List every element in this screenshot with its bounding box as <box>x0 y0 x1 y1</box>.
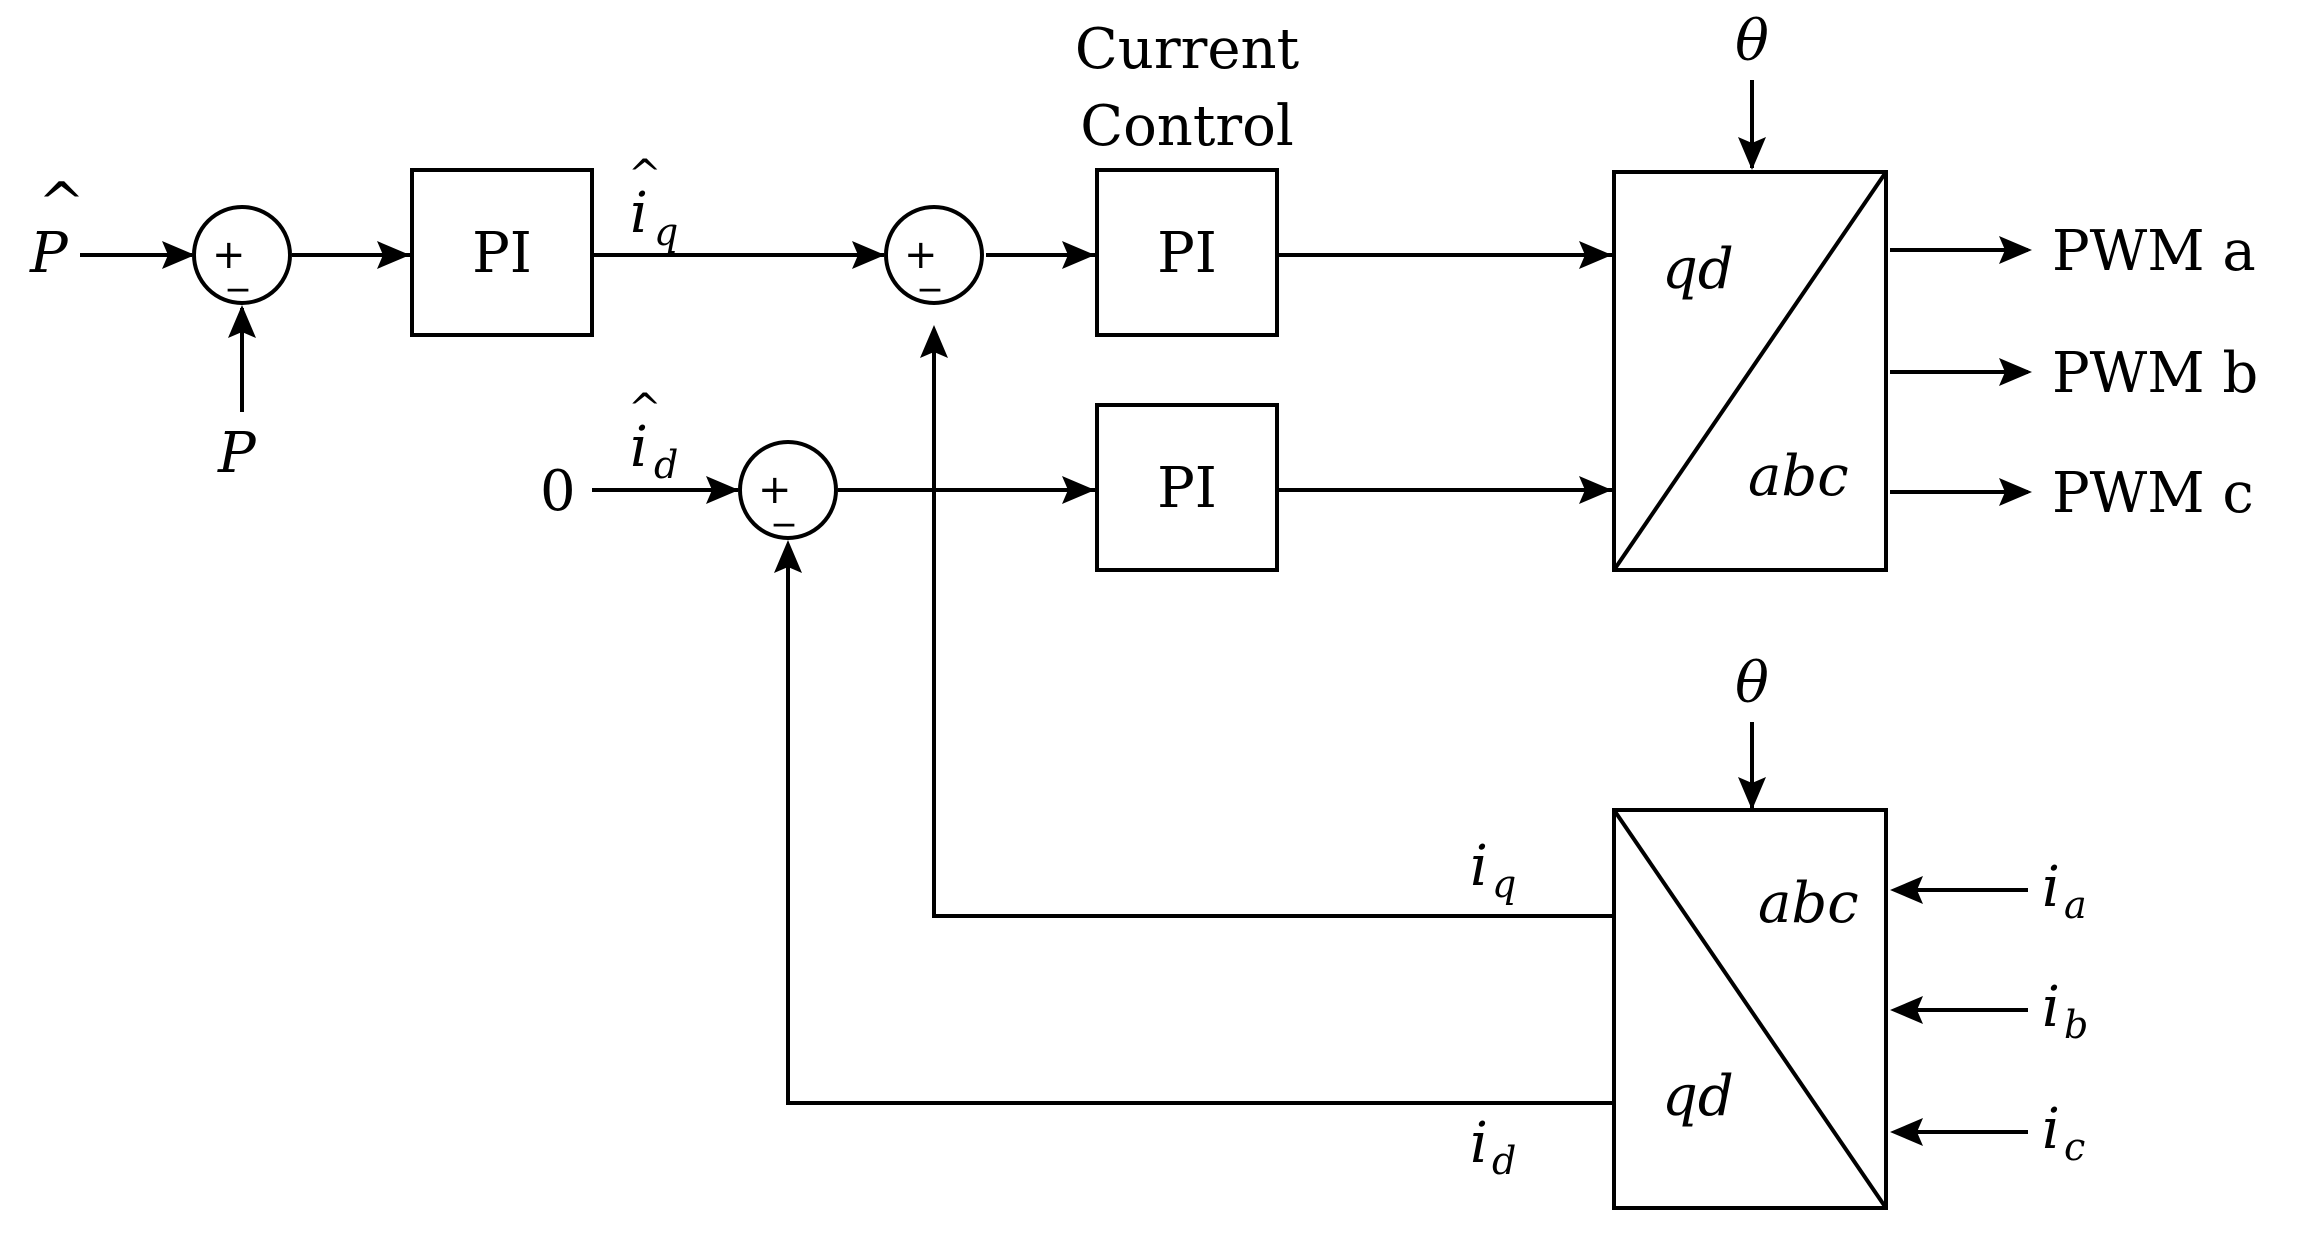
arrowhead <box>377 241 410 269</box>
dq-to-abc-block: qd abc <box>1612 170 1888 572</box>
arrowhead <box>920 325 948 358</box>
ic-label: i c <box>2042 1097 2085 1169</box>
id-feedback-base: i <box>1470 1111 1488 1176</box>
id-pi-block: PI <box>1095 403 1279 572</box>
id-feedback-line <box>786 545 1612 1105</box>
ia-label: i a <box>2042 855 2087 927</box>
pwm-a-label: PWM a <box>2052 219 2256 284</box>
transform-bottom-label: qd <box>1662 1064 1734 1129</box>
pi-label: PI <box>472 221 532 286</box>
arrowhead <box>1999 358 2032 386</box>
transform-top-label: abc <box>1758 871 1859 936</box>
arrowhead <box>1890 876 1923 904</box>
id-feedback-sub: d <box>1492 1139 1516 1183</box>
pi-label: PI <box>1157 221 1217 286</box>
pi-label: PI <box>1157 456 1217 521</box>
iq-feedback-line <box>932 330 1612 918</box>
iq-ref-base: i <box>630 181 648 246</box>
ib-base: i <box>2042 975 2060 1040</box>
arrowhead <box>1738 137 1766 170</box>
arrowhead <box>774 540 802 573</box>
arrowhead <box>706 476 739 504</box>
arrowhead <box>228 305 256 338</box>
id-feedback-label: i d <box>1470 1111 1516 1183</box>
iq-ref-label: i ^ q <box>628 152 678 254</box>
abc-to-dq-block: abc qd <box>1612 808 1888 1210</box>
arrowheads <box>162 137 2032 1146</box>
power-pi-block: PI <box>410 168 594 337</box>
ic-sub: c <box>2064 1125 2085 1169</box>
arrowhead <box>1999 236 2032 264</box>
sum-plus-sign: + <box>212 232 246 278</box>
pwm-c-label: PWM c <box>2052 461 2254 526</box>
arrowhead <box>1890 996 1923 1024</box>
ia-sub: a <box>2064 883 2087 927</box>
iq-ref-sub: q <box>654 210 678 254</box>
sum-junction-power: + _ <box>192 205 292 305</box>
sum-plus-sign: + <box>758 467 792 513</box>
p-feedback-label: P <box>217 421 257 486</box>
transform-bottom-label: abc <box>1748 444 1849 509</box>
arrowhead <box>1579 476 1612 504</box>
p-ref-hat: ^ <box>38 171 85 236</box>
id-ref-base: i <box>630 415 648 480</box>
ib-label: i b <box>2042 975 2088 1047</box>
sum-junction-id: + _ <box>738 440 838 540</box>
pwm-b-label: PWM b <box>2052 341 2258 406</box>
arrowhead <box>1999 478 2032 506</box>
theta-label-top: θ <box>1735 9 1769 74</box>
arrowhead <box>1062 241 1095 269</box>
sum-minus-sign: _ <box>227 246 249 292</box>
iq-feedback-sub: q <box>1492 862 1516 906</box>
iq-feedback-label: i q <box>1470 834 1516 906</box>
current-control-title-line-1: Current <box>1075 17 1300 82</box>
theta-label-bottom: θ <box>1735 651 1769 716</box>
arrowhead <box>1738 777 1766 810</box>
id-ref-hat: ^ <box>628 386 662 432</box>
p-ref-label: P <box>29 221 69 286</box>
ia-base: i <box>2042 855 2060 920</box>
iq-feedback-base: i <box>1470 834 1488 899</box>
iq-pi-block: PI <box>1095 168 1279 337</box>
transform-top-label: qd <box>1662 237 1734 302</box>
id-ref-sub: d <box>654 443 678 487</box>
iq-ref-hat: ^ <box>628 152 662 198</box>
arrowhead <box>1890 1118 1923 1146</box>
arrowhead <box>1062 476 1095 504</box>
ib-sub: b <box>2064 1003 2088 1047</box>
id-ref-label: i ^ d <box>628 386 678 487</box>
sum-plus-sign: + <box>904 232 938 278</box>
arrowhead <box>1579 241 1612 269</box>
sum-minus-sign: _ <box>919 246 941 292</box>
arrowhead <box>162 241 195 269</box>
ic-base: i <box>2042 1097 2060 1162</box>
current-control-title-line-2: Control <box>1080 94 1294 159</box>
sum-junction-iq: + _ <box>884 205 984 305</box>
sum-minus-sign: _ <box>773 481 795 527</box>
arrowhead <box>852 241 885 269</box>
id-ref-zero: 0 <box>540 459 576 524</box>
